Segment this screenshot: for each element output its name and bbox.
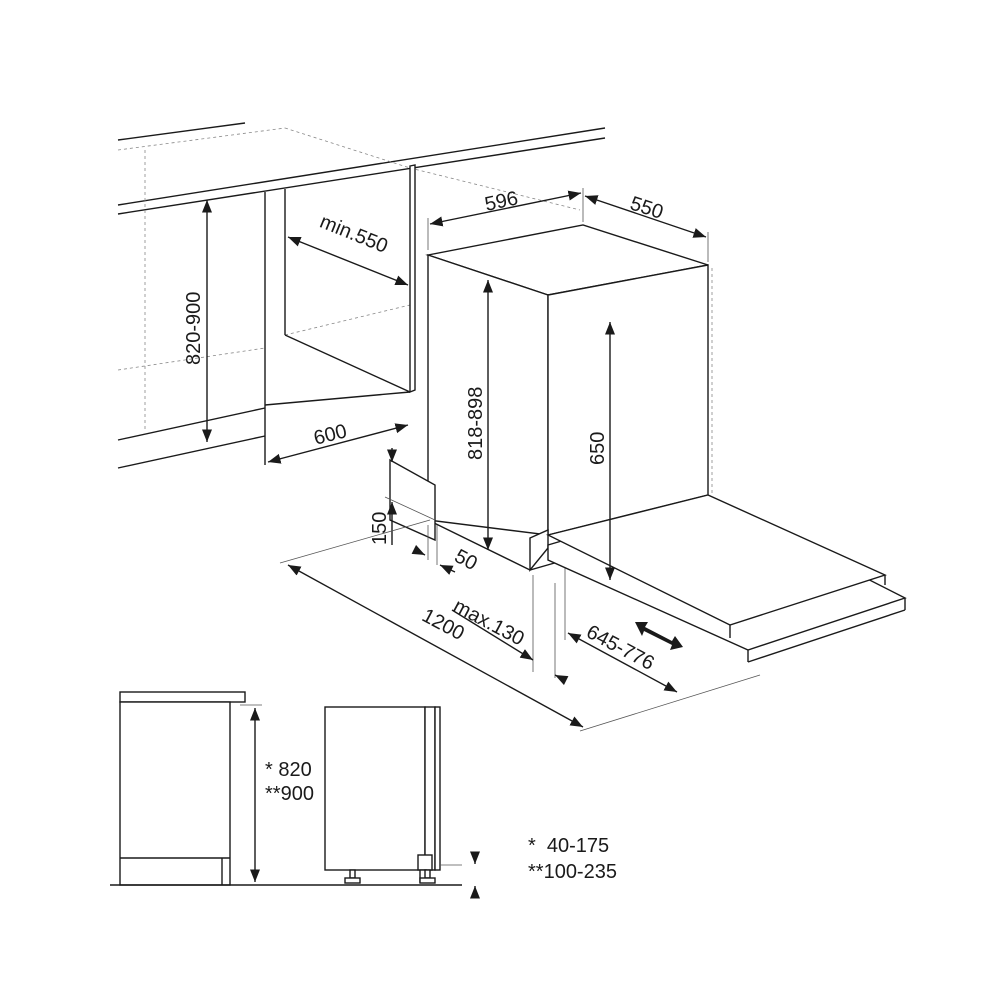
plinth-range-b-label: **100-235 xyxy=(528,861,617,883)
dim-plinth-height-label: 150 xyxy=(369,512,391,545)
dim-niche-depth-label: min.550 xyxy=(317,211,391,258)
dishwasher-side-view xyxy=(324,706,481,899)
side-height-b-label: **900 xyxy=(265,783,314,805)
dim-depth-label: 550 xyxy=(627,193,666,224)
niche-walls xyxy=(264,164,416,465)
dim-plinth-depth-label: 50 xyxy=(451,545,481,575)
side-height-a-label: * 820 xyxy=(265,759,312,781)
cabinet-side-view xyxy=(119,691,262,886)
countertop xyxy=(117,122,606,469)
plinth-range-a-label: * 40-175 xyxy=(528,835,609,857)
dim-appliance-height-label: 818-898 xyxy=(465,387,487,460)
dim-door-height-label: 650 xyxy=(587,432,609,465)
dim-niche-width-label: 600 xyxy=(311,420,349,449)
plinth-panel xyxy=(389,458,436,542)
dim-width-label: 596 xyxy=(483,187,520,215)
dishwasher-door-open xyxy=(545,494,907,663)
dim-niche-height-label: 820-900 xyxy=(183,292,205,365)
door-slide-double-arrow-icon xyxy=(635,622,683,650)
dimension-lines xyxy=(201,188,761,732)
